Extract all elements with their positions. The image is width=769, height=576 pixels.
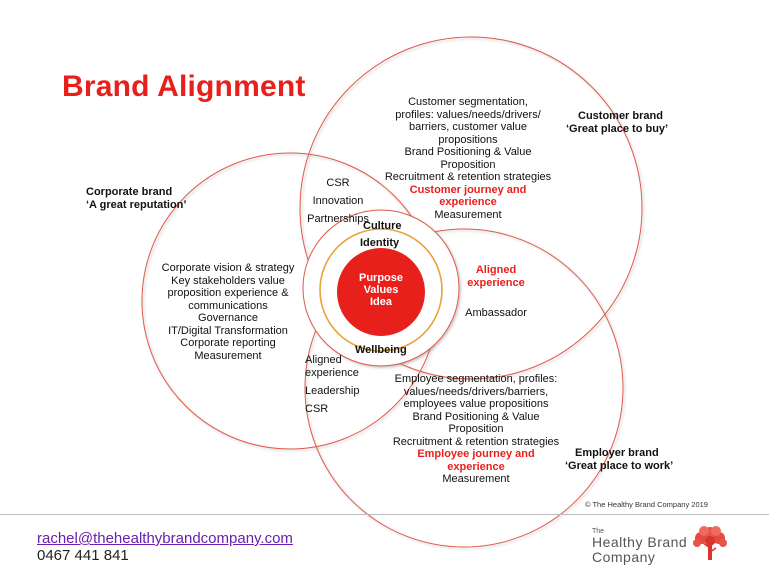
text-line: Key stakeholders value <box>171 274 285 287</box>
aligned-experience-highlight: Aligned <box>475 264 517 276</box>
logo-the: The <box>592 528 605 535</box>
employer-brand-label: Employer brand ‘Great place to work’ <box>565 447 673 473</box>
core-values: Values <box>363 284 399 296</box>
core-purpose: Purpose <box>358 272 403 284</box>
text-line: Measurement <box>194 349 262 362</box>
customer-circle <box>299 36 643 380</box>
text-line: Proposition <box>448 423 504 435</box>
text-line: Customer segmentation, <box>408 96 528 108</box>
corporate-employer-overlap: Aligned experience Leadership CSR <box>305 354 365 415</box>
text-line: Partnerships <box>307 213 369 225</box>
employer-brand-name: Employer brand <box>575 447 659 459</box>
text-line: propositions <box>438 133 498 146</box>
customer-brand-label: Customer brand ‘Great place to buy’ <box>566 110 668 136</box>
text-line: IT/Digital Transformation <box>168 324 288 337</box>
contact-email-link[interactable]: rachel@thehealthybrandcompany.com <box>37 530 293 547</box>
text-line: CSR <box>326 177 350 189</box>
corporate-customer-overlap: CSR Innovation Partnerships <box>303 174 373 228</box>
text-line: values/needs/drivers/barriers, <box>403 385 549 398</box>
text-line: Corporate vision & strategy <box>161 262 295 274</box>
corporate-brand-label: Corporate brand ‘A great reputation’ <box>86 186 186 212</box>
logo-line-2: Company <box>592 549 656 565</box>
text-line: barriers, customer value <box>409 121 527 133</box>
customer-employer-overlap: Aligned experience Ambassador <box>456 264 536 320</box>
customer-journey-highlight: Customer journey and <box>409 183 527 196</box>
corporate-brand-tagline: ‘A great reputation’ <box>86 199 187 211</box>
logo-line-1: Healthy Brand <box>592 534 688 550</box>
page-title: Brand Alignment <box>62 70 306 103</box>
employer-circle <box>304 228 624 548</box>
tree-icon <box>693 526 727 560</box>
employee-journey-highlight: experience <box>447 460 505 473</box>
text-line: Proposition <box>440 158 496 171</box>
text-line: profiles: values/needs/drivers/ <box>395 108 541 121</box>
customer-brand-name: Customer brand <box>578 110 663 122</box>
corporate-circle-text: Corporate vision & strategy Key stakehol… <box>147 262 309 362</box>
culture-label: Culture <box>363 220 402 232</box>
text-line: communications <box>188 299 268 312</box>
company-logo: The Healthy Brand Company <box>592 528 687 565</box>
core-circle <box>337 248 425 336</box>
text-line: Brand Positioning & Value <box>404 146 532 158</box>
employer-brand-tagline: ‘Great place to work’ <box>565 460 674 472</box>
aligned-experience-highlight: experience <box>467 276 525 289</box>
core-idea: Idea <box>369 296 392 308</box>
employee-journey-highlight: Employee journey and <box>417 448 535 460</box>
text-line: Innovation <box>312 195 364 207</box>
wellbeing-label: Wellbeing <box>355 344 407 356</box>
text-line: experience <box>305 366 359 379</box>
text-line: Governance <box>198 312 258 324</box>
text-line: Aligned <box>305 354 342 366</box>
customer-brand-tagline: ‘Great place to buy’ <box>566 123 669 135</box>
text-line: Recruitment & retention strategies <box>384 171 552 183</box>
text-line: Employee segmentation, profiles: <box>394 373 558 385</box>
text-line: proposition experience & <box>167 287 289 299</box>
core-text: Purpose Values Idea <box>341 272 421 308</box>
text-line: Leadership <box>305 385 360 397</box>
text-line: Brand Positioning & Value <box>412 410 540 423</box>
contact-phone: 0467 441 841 <box>37 547 129 564</box>
footer-divider <box>0 514 769 515</box>
customer-circle-text: Customer segmentation, profiles: values/… <box>368 96 568 221</box>
corporate-brand-name: Corporate brand <box>86 186 173 198</box>
identity-label: Identity <box>360 237 400 249</box>
text-line: CSR <box>305 402 329 415</box>
text-line: Measurement <box>442 473 510 485</box>
text-line: employees value propositions <box>403 398 549 410</box>
text-line: Corporate reporting <box>180 337 276 349</box>
text-line: Recruitment & retention strategies <box>392 435 560 448</box>
text-line: Measurement <box>434 208 502 221</box>
employer-circle-text: Employee segmentation, profiles: values/… <box>376 373 576 486</box>
copyright-notice: © The Healthy Brand Company 2019 <box>585 500 708 509</box>
customer-journey-highlight: experience <box>439 196 497 208</box>
text-line: Ambassador <box>465 307 527 319</box>
